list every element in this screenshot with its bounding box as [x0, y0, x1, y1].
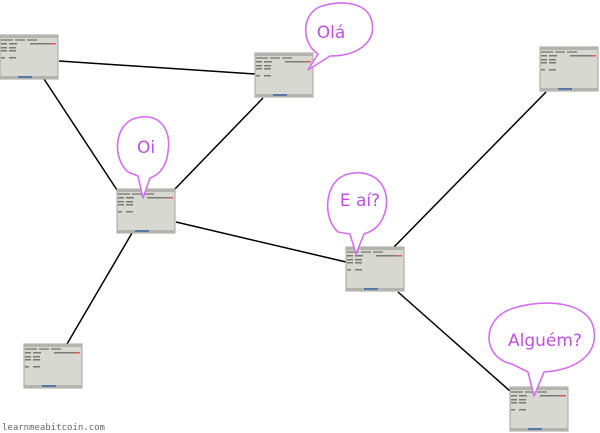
edge-n5-n7 — [397, 291, 511, 392]
speech-bubble-text: Oi — [137, 138, 155, 158]
edges-layer — [43, 60, 547, 392]
speech-bubble-shape — [326, 171, 388, 255]
edge-n3-n5 — [175, 221, 347, 263]
edge-n4-n5 — [393, 91, 547, 248]
watermark: learnmeabitcoin.com — [2, 423, 105, 433]
speech-bubble-shape — [116, 115, 170, 199]
edge-n2-n3 — [174, 97, 264, 190]
node-window-n2 — [254, 52, 314, 98]
speech-bubble-n3: Oi — [116, 115, 170, 199]
node-window-n6 — [23, 343, 83, 389]
edge-n1-n2 — [58, 60, 256, 75]
speech-bubble-n2: Olá — [304, 2, 374, 71]
node-window-n1 — [0, 34, 59, 80]
speech-bubble-shape — [304, 2, 374, 71]
edge-n3-n6 — [66, 232, 133, 345]
speech-bubble-shape — [488, 302, 596, 397]
nodes-layer — [0, 34, 599, 432]
speech-bubble-text: E aí? — [340, 191, 380, 211]
speech-bubble-n5: E aí? — [326, 171, 388, 255]
speech-bubble-text: Alguém? — [508, 331, 582, 351]
node-window-n5 — [345, 246, 405, 292]
speech-bubble-text: Olá — [317, 23, 346, 43]
node-window-n3 — [116, 188, 176, 234]
node-window-n7 — [509, 386, 569, 432]
edge-n1-n3 — [43, 78, 118, 191]
speech-bubble-n7: Alguém? — [488, 302, 596, 397]
node-window-n4 — [539, 46, 599, 92]
